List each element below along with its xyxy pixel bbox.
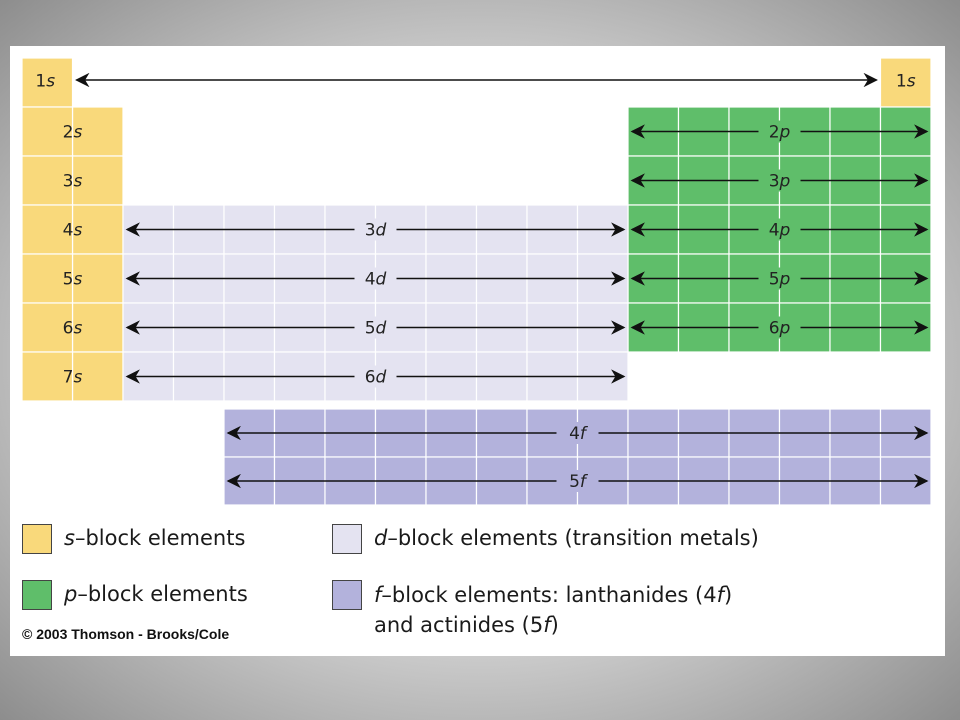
s-block-cell-1s-left (21, 57, 74, 108)
label-4p-letter: p (779, 221, 791, 241)
label-5p-letter: p (779, 270, 791, 290)
f-block-legend-letter-a: f (716, 583, 724, 607)
label-1s-right: 1s (896, 72, 916, 92)
s-block-legend-letter: s (64, 526, 75, 550)
label-2s: 2s (63, 123, 83, 143)
label-6d: 6d (365, 368, 387, 388)
label-3d-backdrop (354, 218, 397, 241)
label-5p-number: 5 (769, 270, 780, 290)
label-6d-letter: d (376, 368, 387, 388)
label-3p-backdrop (758, 169, 801, 192)
label-5f-number: 5 (569, 472, 580, 492)
label-7s-letter: s (73, 368, 82, 388)
label-3s-number: 3 (63, 172, 74, 192)
label-5p: 5p (769, 270, 791, 290)
label-5s-number: 5 (63, 270, 74, 290)
label-5f-letter: f (580, 472, 589, 492)
label-7s-number: 7 (63, 368, 74, 388)
label-4s-letter: s (73, 221, 82, 241)
label-1s-left-letter: s (46, 72, 55, 92)
d-block-legend-text: –block elements (transition metals) (387, 526, 759, 550)
label-5p-backdrop (758, 267, 801, 290)
label-4p-number: 4 (769, 221, 780, 241)
p-block-legend-swatch (22, 580, 52, 610)
label-5f: 5f (569, 472, 589, 492)
label-5s-letter: s (73, 270, 82, 290)
f-block-legend-text-a: –block elements: lanthanides (4 (381, 583, 717, 607)
label-6p: 6p (769, 319, 791, 339)
p-block-legend-letter: p (64, 582, 78, 606)
label-2s-letter: s (73, 123, 82, 143)
label-4s: 4s (63, 221, 83, 241)
f-block-legend-text-b-end: ) (550, 613, 559, 637)
label-4f: 4f (569, 424, 589, 444)
d-block-legend-letter: d (374, 526, 388, 550)
label-6d-number: 6 (365, 368, 376, 388)
label-4d-letter: d (376, 270, 387, 290)
f-block-legend-swatch (332, 580, 362, 610)
label-1s-right-letter: s (907, 72, 916, 92)
f-block-legend-text-a-end: ) (723, 583, 733, 607)
label-6s-letter: s (73, 319, 82, 339)
s-block-legend-label: s–block elements (64, 526, 245, 550)
label-2p-letter: p (779, 123, 791, 143)
label-4d-backdrop (354, 267, 397, 290)
f-block-legend-letter: f (374, 583, 382, 607)
label-2p: 2p (769, 123, 791, 143)
label-4p-backdrop (758, 218, 801, 241)
label-3d-number: 3 (365, 221, 376, 241)
label-4f-backdrop (556, 422, 599, 444)
label-3p-number: 3 (769, 172, 780, 192)
label-1s-left-number: 1 (35, 72, 46, 92)
label-6d-backdrop (354, 365, 397, 388)
label-2p-backdrop (758, 120, 801, 143)
label-6s: 6s (63, 319, 83, 339)
label-1s-left: 1s (35, 72, 55, 92)
label-3s: 3s (63, 172, 83, 192)
label-2s-number: 2 (63, 123, 74, 143)
label-3d-letter: d (376, 221, 387, 241)
f-block-legend-text-b: and actinides (5 (374, 613, 544, 637)
label-5s: 5s (63, 270, 83, 290)
label-5d-backdrop (354, 316, 397, 339)
label-5d-letter: d (376, 319, 387, 339)
label-4s-number: 4 (63, 221, 74, 241)
label-1s-right-number: 1 (896, 72, 907, 92)
f-block-legend-label: f–block elements: lanthanides (4f) and a… (374, 580, 732, 640)
label-7s: 7s (63, 368, 83, 388)
label-4d-number: 4 (365, 270, 376, 290)
label-3p: 3p (769, 172, 791, 192)
p-block-legend-label: p–block elements (64, 582, 248, 606)
label-4p: 4p (769, 221, 791, 241)
label-2p-number: 2 (769, 123, 780, 143)
label-4d: 4d (365, 270, 387, 290)
label-3d: 3d (365, 221, 387, 241)
label-5d: 5d (365, 319, 387, 339)
label-5d-number: 5 (365, 319, 376, 339)
label-3s-letter: s (73, 172, 82, 192)
label-3p-letter: p (779, 172, 791, 192)
s-block-legend-swatch (22, 524, 52, 554)
s-block-cell-1s-right (879, 57, 932, 108)
label-6s-number: 6 (63, 319, 74, 339)
d-block-legend-swatch (332, 524, 362, 554)
label-6p-number: 6 (769, 319, 780, 339)
copyright-notice: © 2003 Thomson - Brooks/Cole (22, 626, 230, 642)
f-block-legend-letter-b: f (543, 613, 551, 637)
label-5f-backdrop (556, 470, 599, 492)
label-4f-letter: f (580, 424, 589, 444)
label-6p-letter: p (779, 319, 791, 339)
s-block-legend-text: –block elements (74, 526, 246, 550)
label-6p-backdrop (758, 316, 801, 339)
p-block-legend-text: –block elements (77, 582, 248, 606)
d-block-legend-label: d–block elements (transition metals) (374, 526, 759, 550)
label-4f-number: 4 (569, 424, 580, 444)
